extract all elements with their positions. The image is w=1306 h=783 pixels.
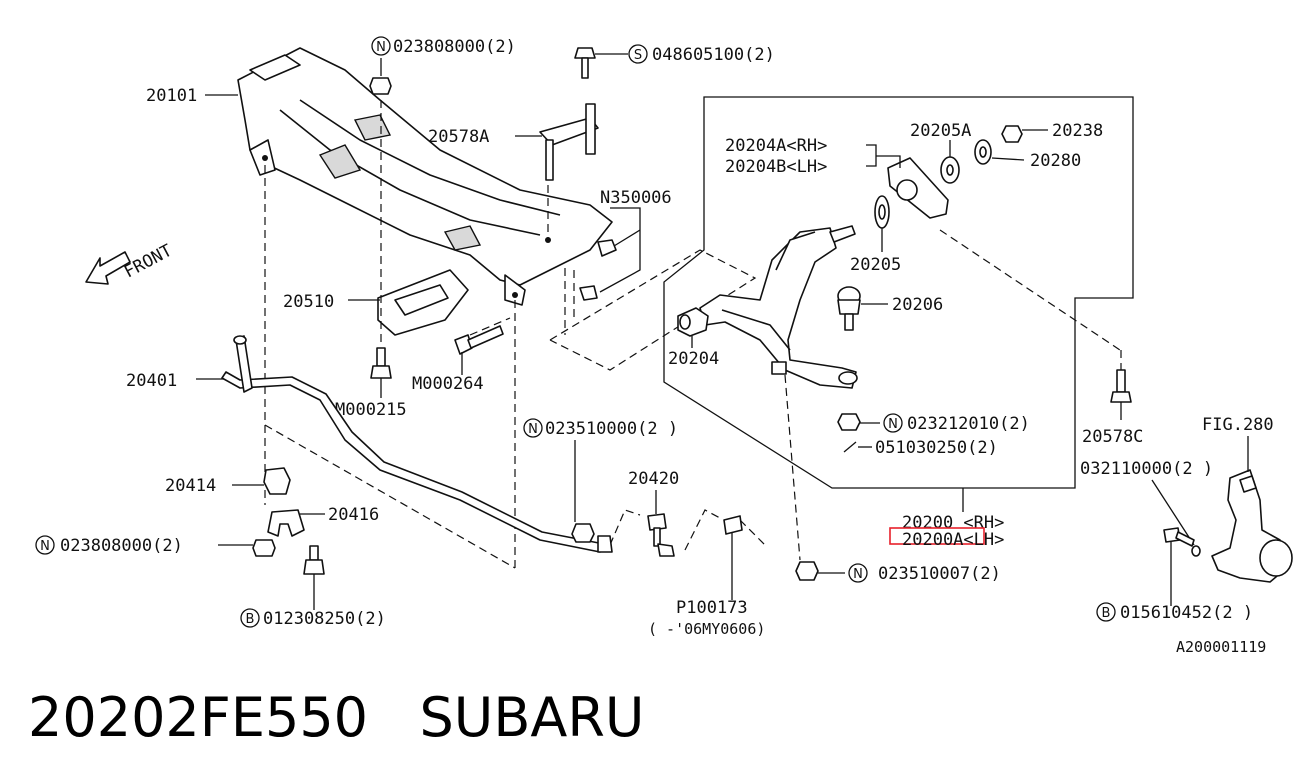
bracket-20578A	[539, 103, 599, 181]
washer-20205A	[940, 140, 960, 184]
part-number: 20202FE550	[28, 686, 369, 749]
label-20401: 20401	[126, 371, 177, 391]
ball-joint-20206	[837, 286, 888, 331]
label-20206: 20206	[892, 295, 943, 315]
link-20420	[647, 490, 675, 557]
svg-text:N: N	[528, 422, 538, 437]
label-023212010: 023212010(2)	[907, 414, 1030, 434]
label-20205: 20205	[850, 255, 901, 275]
label-023510007: 023510007(2)	[878, 564, 1001, 584]
washer-P100173	[723, 515, 743, 600]
label-20205A: 20205A	[910, 121, 971, 141]
bolt-032110000	[1151, 479, 1201, 557]
bolt-015610452	[1163, 527, 1195, 606]
lower-arm-group-box	[663, 96, 1134, 489]
bolt-M000215	[370, 347, 392, 398]
label-M000215: M000215	[335, 400, 407, 420]
front-arrow-icon	[85, 251, 131, 285]
label-032110000: 032110000(2 )	[1080, 459, 1213, 479]
lower-arm-20200	[699, 225, 858, 389]
label-015610452: 015610452(2 )	[1120, 603, 1253, 623]
washer-20280	[974, 139, 1025, 165]
label-20200A: 20200A<LH>	[902, 530, 1004, 550]
brand-name: SUBARU	[419, 686, 645, 749]
label-20416: 20416	[328, 505, 379, 525]
svg-text:B: B	[246, 612, 255, 627]
nut-023510000	[571, 440, 613, 553]
label-fig280: FIG.280	[1202, 415, 1274, 435]
label-20204A: 20204A<RH>	[725, 136, 827, 156]
nut-023808000-bottom	[218, 539, 276, 557]
bushing-20414	[263, 467, 291, 495]
svg-text:S: S	[634, 48, 642, 63]
label-023510000: 023510000(2 )	[545, 419, 678, 439]
diagram-code: A200001119	[1176, 638, 1266, 656]
label-20204B: 20204B<LH>	[725, 157, 827, 177]
nut-023808000-top	[369, 58, 392, 95]
footer-title: 20202FE550 SUBARU	[28, 683, 644, 753]
label-P100173-note: ( -'06MY0606)	[648, 620, 765, 638]
label-20414: 20414	[165, 476, 216, 496]
label-P100173: P100173	[676, 598, 748, 618]
label-048605100: 048605100(2)	[652, 45, 775, 65]
label-20238: 20238	[1052, 121, 1103, 141]
label-023808000-top: 023808000(2)	[393, 37, 516, 57]
label-051030250: 051030250(2)	[875, 438, 998, 458]
bolt-M000264	[454, 325, 504, 375]
label-20101: 20101	[146, 86, 197, 106]
crossmember-20101	[237, 47, 613, 306]
highlight-box-20200A	[889, 527, 985, 545]
nut-20238	[1001, 125, 1048, 143]
label-20510: 20510	[283, 292, 334, 312]
clamp-20416	[267, 509, 305, 537]
bolt-20578C	[1110, 350, 1132, 420]
label-20420: 20420	[628, 469, 679, 489]
label-20578A: 20578A	[428, 127, 489, 147]
bracket-20510	[377, 269, 469, 336]
nut-023212010	[837, 413, 880, 431]
bolt-048605100	[574, 47, 628, 79]
svg-text:N: N	[376, 40, 386, 55]
nut-N350006	[579, 207, 641, 301]
svg-text:N: N	[853, 567, 863, 582]
label-012308250: 012308250(2)	[263, 609, 386, 629]
label-20578C: 20578C	[1082, 427, 1143, 447]
knuckle-fig280	[1211, 436, 1293, 583]
spacer-20205	[874, 195, 890, 252]
label-023808000-bottom: 023808000(2)	[60, 536, 183, 556]
label-20204: 20204	[668, 349, 719, 369]
label-front: FRONT	[121, 241, 176, 283]
svg-text:N: N	[888, 417, 898, 432]
bushing-20204A-B	[866, 144, 949, 219]
label-M000264: M000264	[412, 374, 484, 394]
svg-text:B: B	[1102, 606, 1111, 621]
bushing-20204	[677, 307, 709, 348]
svg-text:N: N	[40, 539, 50, 554]
label-N350006: N350006	[600, 188, 672, 208]
bolt-012308250	[303, 545, 325, 610]
pin-051030250	[843, 441, 872, 453]
nut-023510007	[795, 561, 845, 581]
label-20280: 20280	[1030, 151, 1081, 171]
